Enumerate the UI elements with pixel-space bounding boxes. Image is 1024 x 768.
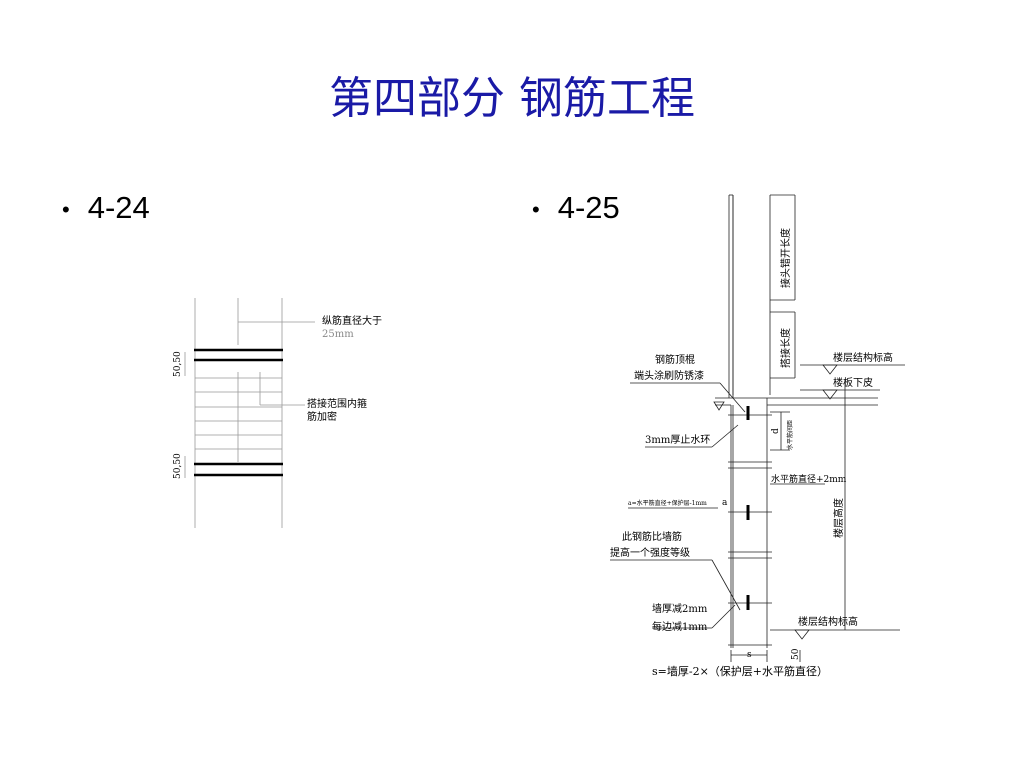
label-wall-thick-2: 每边减1mm	[652, 620, 708, 633]
bullet-icon: •	[62, 196, 70, 222]
label-wall-thick-1: 墙厚减2mm	[652, 602, 708, 615]
fig-4-25-level-markers	[713, 364, 838, 640]
note-hoop-dense-2: 筋加密	[307, 410, 337, 423]
bullet-label: 4-24	[87, 190, 150, 225]
label-story-height: 楼层高度	[832, 498, 845, 538]
label-dim-d: d	[771, 428, 781, 434]
slide-title: 第四部分 钢筋工程	[329, 73, 695, 124]
fig-4-24-hoops	[194, 348, 283, 477]
bullet-item-4-24: • 4-24	[62, 190, 150, 226]
note-rebar-value: 25mm	[322, 329, 354, 340]
label-formula-a: a=水平筋直径+保护层-1mm	[628, 499, 707, 507]
label-formula-s: s=墙厚-2×（保护层+水平筋直径）	[652, 664, 828, 678]
note-hoop-dense-1: 搭接范围内箍	[307, 397, 367, 410]
bullet-label: 4-25	[557, 190, 620, 225]
label-rebar-top-bar-2: 端头涂刷防锈漆	[634, 369, 704, 382]
label-rebar-top-bar-1: 钢筋顶棍	[655, 353, 695, 366]
bullet-icon: •	[532, 196, 540, 222]
dim-top: 50,50	[173, 351, 183, 377]
label-dim-50: 50	[791, 648, 801, 660]
note-rebar-diameter: 纵筋直径大于	[322, 314, 382, 327]
fig-4-25-wall	[610, 194, 905, 662]
label-splice-stagger: 接头错开长度	[779, 228, 792, 288]
label-wall-rebar-1: 此钢筋比墙筋	[622, 530, 682, 543]
label-slab-bottom: 楼板下皮	[833, 376, 873, 389]
label-dim-s: s	[747, 650, 752, 660]
label-floor-level-bottom: 楼层结构标高	[798, 615, 858, 628]
label-horiz-spacing: 水平筋间距	[786, 420, 794, 450]
label-water-stop-ring: 3mm厚止水环	[645, 434, 710, 446]
label-wall-rebar-2: 提高一个强度等级	[610, 546, 690, 559]
label-horiz-diameter: 水平筋直径+2mm	[771, 473, 847, 485]
label-splice-length: 搭接长度	[779, 328, 792, 368]
label-a: a	[722, 498, 728, 508]
bullet-item-4-25: • 4-25	[532, 190, 620, 226]
label-floor-level-top: 楼层结构标高	[833, 351, 893, 364]
dim-bottom: 50,50	[173, 453, 183, 479]
fig-4-24-frame	[184, 298, 315, 528]
